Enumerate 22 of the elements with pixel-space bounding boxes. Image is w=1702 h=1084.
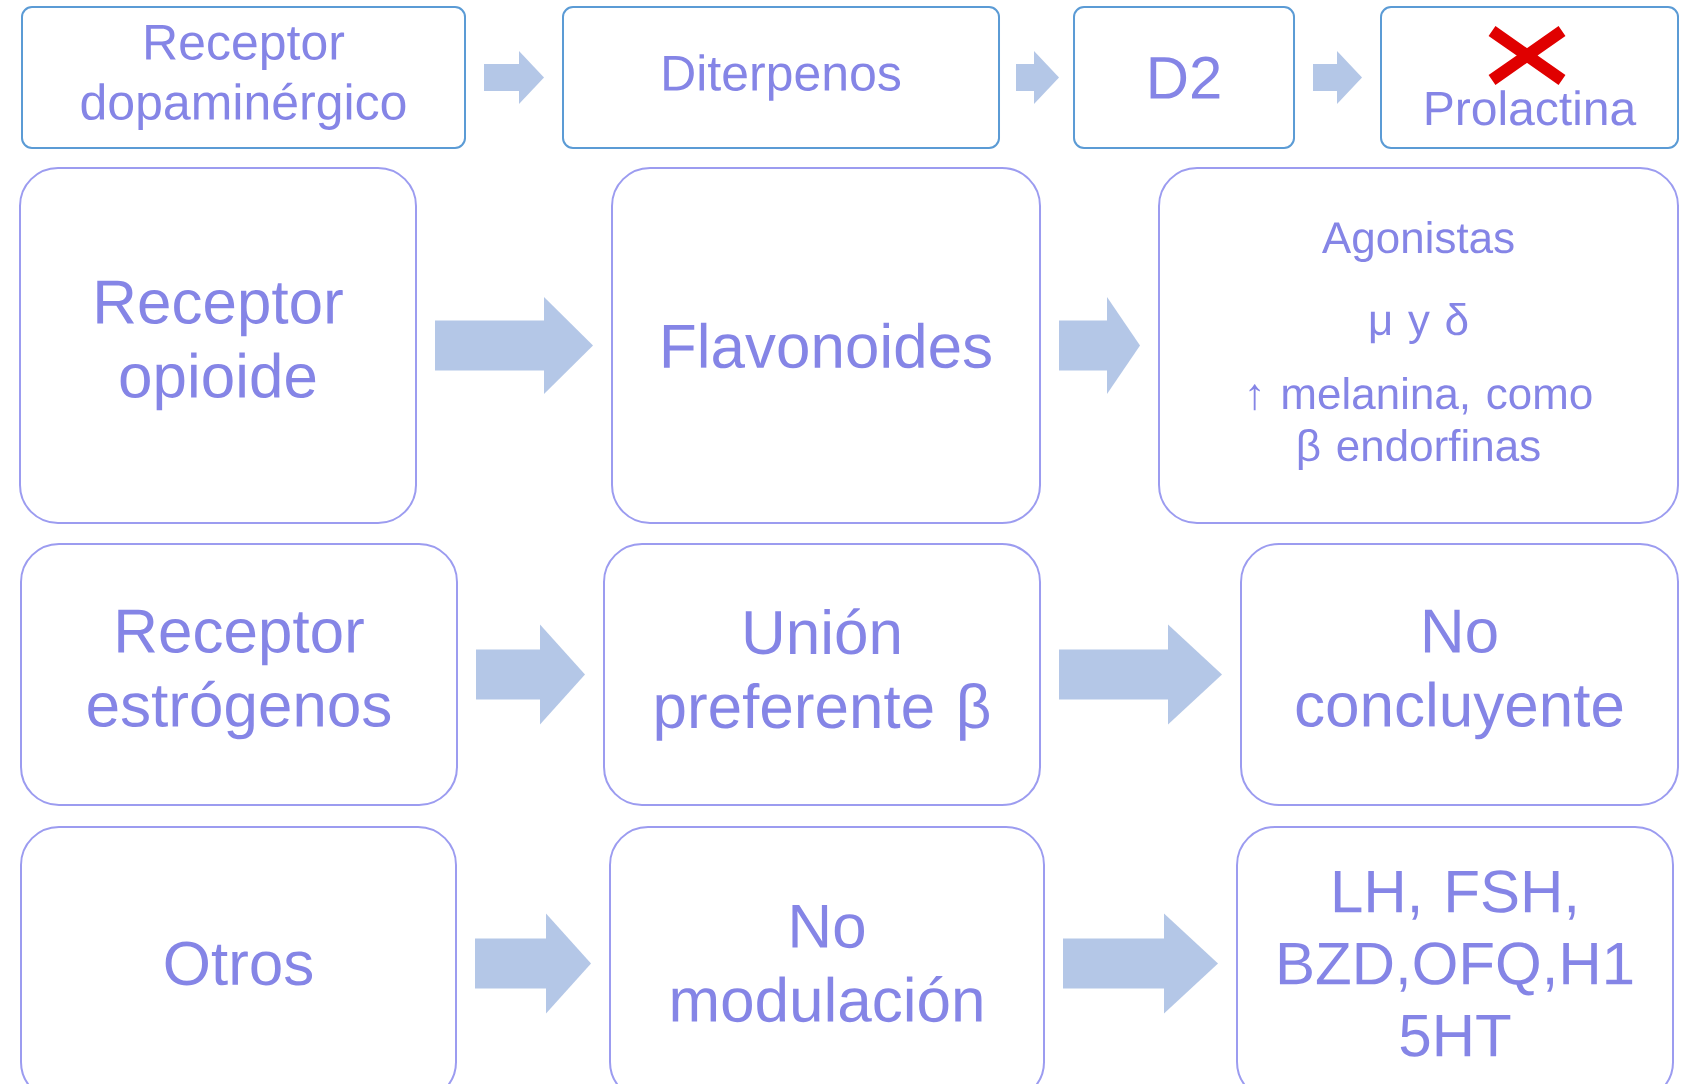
process-box: Receptor estrógenos: [20, 543, 458, 806]
process-box: Flavonoides: [611, 167, 1041, 524]
process-box: Prolactina: [1380, 6, 1679, 149]
process-box: Agonistas μ y δ ↑ melanina, como β endorfinas: [1158, 167, 1679, 524]
block-arrow: [1063, 913, 1218, 1014]
block-arrow: [475, 913, 591, 1014]
process-box: Diterpenos: [562, 6, 1000, 149]
process-box: Receptor opioide: [19, 167, 417, 524]
process-box: No modulación: [609, 826, 1045, 1084]
block-arrow: [1059, 624, 1222, 725]
process-box: Receptor dopaminérgico: [21, 6, 466, 149]
block-arrow: [476, 624, 585, 725]
block-arrow: [1016, 51, 1059, 104]
process-box: Unión preferente β: [603, 543, 1041, 806]
block-arrow: [1313, 51, 1362, 104]
block-arrow: [1059, 297, 1140, 394]
process-box: LH, FSH, BZD,OFQ,H1 5HT: [1236, 826, 1674, 1084]
process-box: Otros: [20, 826, 457, 1084]
block-arrow: [484, 51, 544, 104]
process-box: No concluyente: [1240, 543, 1679, 806]
block-arrow: [435, 297, 593, 394]
process-box: D2: [1073, 6, 1295, 149]
